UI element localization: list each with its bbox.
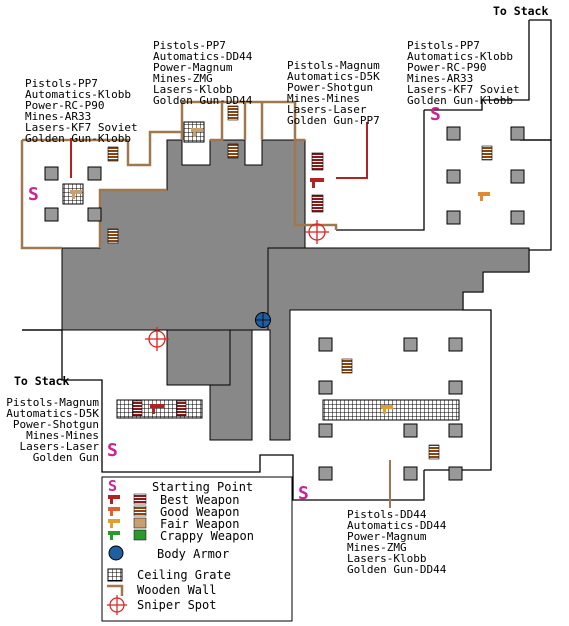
legend-label: Ceiling Grate — [137, 568, 231, 582]
legend-grate-icon — [107, 568, 123, 582]
spawn-list-item: Automatics-D5K — [287, 70, 380, 83]
legend-icon-start: S — [108, 477, 117, 495]
spawn-list-item: Lasers-KF7 Soviet — [407, 83, 520, 96]
spawn-list-item: Mines-Mines — [287, 92, 360, 105]
spawn-list-item: Pistols-PP7 — [153, 39, 226, 52]
start-point: S — [107, 440, 118, 461]
fair-weapon-icon — [381, 405, 393, 414]
legend-armor-icon — [108, 545, 124, 561]
spawn-list-item: Power-Shotgun — [287, 81, 373, 94]
spawn-list-item: Golden Gun-DD44 — [153, 94, 253, 107]
wall-mass — [61, 139, 530, 441]
legend-label: Best Weapon — [160, 493, 239, 507]
spawn-list-item: Golden Gun-Klobb — [407, 94, 513, 107]
weapon-crates — [107, 105, 493, 460]
spawn-list-top-left: Pistols-PP7Automatics-KlobbPower-RC-P90M… — [25, 77, 138, 145]
legend-label: Crappy Weapon — [160, 529, 254, 543]
spawn-list-item: Lasers-KF7 Soviet — [25, 121, 138, 134]
spawn-list-item: Mines-Mines — [26, 429, 99, 442]
sniper-spot-icon — [145, 327, 169, 351]
spawn-list-item: Automatics-Klobb — [407, 50, 513, 63]
spawn-list-item: Power-Magnum — [347, 530, 427, 543]
legend-label: Starting Point — [152, 480, 253, 494]
wooden-walls — [20, 100, 338, 250]
spawn-list-item: Automatics-DD44 — [347, 519, 447, 532]
spawn-list-top-center: Pistols-MagnumAutomatics-D5KPower-Shotgu… — [287, 59, 380, 127]
spawn-list-item: Automatics-Klobb — [25, 88, 131, 101]
legend-label: Body Armor — [157, 547, 229, 561]
spawn-list-item: Lasers-Klobb — [347, 552, 426, 565]
spawn-list-left-mid: Pistols-MagnumAutomatics-D5KPower-Shotgu… — [6, 396, 99, 464]
spawn-list-item: Pistols-Magnum — [287, 59, 380, 72]
spawn-list-item: Pistols-PP7 — [407, 39, 480, 52]
spawn-list-item: Golden Gun-PP7 — [287, 114, 380, 127]
spawn-list-item: Automatics-DD44 — [153, 50, 253, 63]
spawn-list-item: Golden Gun-Klobb — [25, 132, 131, 145]
stack-label-left: To Stack — [14, 374, 69, 388]
spawn-list-item: Automatics-D5K — [6, 407, 99, 420]
spawn-list-bottom-right: Pistols-DD44Automatics-DD44Power-MagnumM… — [347, 508, 447, 576]
spawn-list-item: Lasers-Laser — [287, 103, 367, 116]
spawn-list-item: Mines-AR33 — [25, 110, 91, 123]
spawn-list-item: Golden Gun-DD44 — [347, 563, 447, 576]
spawn-list-item: Pistols-PP7 — [25, 77, 98, 90]
spawn-list-item: Pistols-DD44 — [347, 508, 427, 521]
legend-label: Fair Weapon — [160, 517, 239, 531]
start-point: S — [430, 104, 441, 125]
best-weapon-icon — [310, 178, 324, 188]
stack-label-top-right: To Stack — [493, 4, 548, 18]
spawn-list-item: Power-Shotgun — [13, 418, 99, 431]
best-weapon-crate-icon — [133, 493, 147, 505]
fair-weapon-icon — [70, 190, 82, 199]
fair-weapon-icon — [108, 519, 120, 528]
spawn-list-item: Mines-ZMG — [347, 541, 407, 554]
legend-sniper-icon — [107, 595, 127, 615]
best-weapon-icon — [150, 404, 164, 414]
start-point: S — [28, 184, 39, 205]
spawn-list-item: Mines-ZMG — [153, 72, 213, 85]
spawn-list-item: Power-Magnum — [153, 61, 233, 74]
sniper-spot-icon — [305, 220, 329, 244]
fair-weapon-icon — [478, 192, 490, 201]
body-armor-icon — [255, 312, 271, 328]
spawn-list-item: Pistols-Magnum — [6, 396, 99, 409]
spawn-list-top-mid: Pistols-PP7Automatics-DD44Power-MagnumMi… — [153, 39, 253, 107]
fair-weapon-icon — [191, 128, 203, 137]
crappy-weapon-icon — [108, 531, 120, 540]
spawn-list-item: Lasers-Laser — [20, 440, 100, 453]
weapon-icons — [70, 128, 490, 414]
pillars — [44, 126, 525, 481]
good-weapon-icon — [108, 507, 120, 516]
legend-label: Good Weapon — [160, 505, 239, 519]
crappy-weapon-crate-icon — [133, 529, 147, 541]
spawn-list-item: Lasers-Klobb — [153, 83, 232, 96]
spawn-list-item: Power-RC-P90 — [25, 99, 104, 112]
spawn-list-item: Power-RC-P90 — [407, 61, 486, 74]
legend-label: Sniper Spot — [137, 598, 216, 612]
spawn-list-item: Mines-AR33 — [407, 72, 473, 85]
start-point: S — [298, 483, 309, 504]
legend-wooden-wall-icon — [107, 584, 124, 596]
spawn-list-item: Golden Gun — [33, 451, 99, 464]
legend-label: Wooden Wall — [137, 583, 216, 597]
spawn-list-top-right: Pistols-PP7Automatics-KlobbPower-RC-P90M… — [407, 39, 520, 107]
good-weapon-crate-icon — [133, 505, 147, 517]
best-weapon-icon — [108, 495, 120, 504]
fair-weapon-crate-icon — [133, 517, 147, 529]
leader-lines — [70, 122, 391, 508]
